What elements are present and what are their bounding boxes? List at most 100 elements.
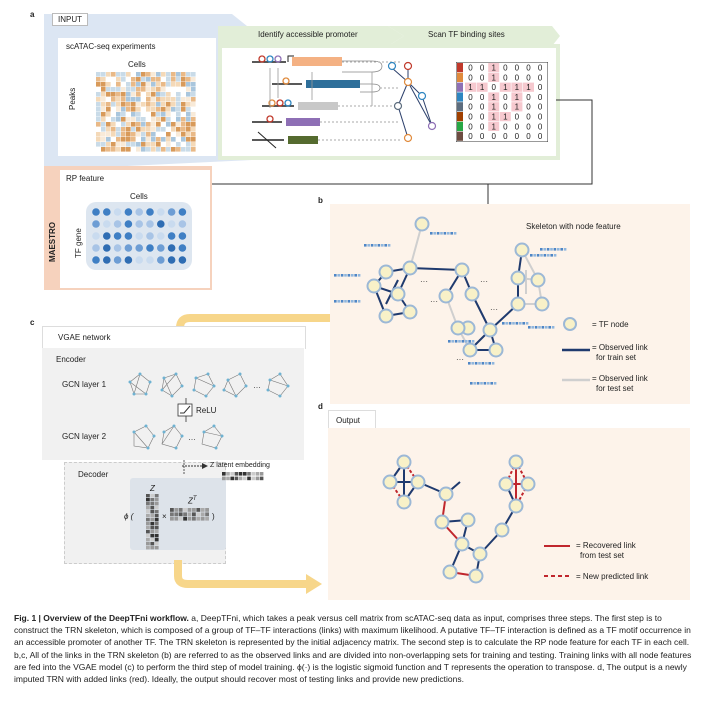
matrix-cell — [136, 117, 141, 122]
legend-test-1: = Observed link — [592, 374, 648, 383]
matrix-value: 0 — [503, 93, 508, 102]
matrix-cell — [161, 142, 166, 147]
rp-dot — [113, 232, 122, 240]
matrix-cell — [186, 77, 191, 82]
matrix-cell — [106, 112, 111, 117]
node-feature-strip — [528, 326, 555, 329]
matrix-cell — [151, 102, 156, 107]
matrix-cell — [141, 87, 146, 92]
matrix-value: 0 — [468, 132, 473, 141]
matrix-cell — [96, 117, 101, 122]
matrix-cell — [96, 82, 101, 87]
matrix-cell — [181, 77, 186, 82]
zt-sup: T — [192, 496, 197, 502]
matrix-value: 0 — [491, 83, 496, 92]
matrix-value: 0 — [515, 73, 520, 82]
matrix-cell — [116, 112, 121, 117]
matrix-value: 0 — [526, 103, 531, 112]
tf-node — [378, 264, 394, 280]
row-color-swatch — [457, 82, 463, 92]
matrix-cell — [121, 72, 126, 77]
rp-dot — [157, 208, 165, 216]
matrix-cell — [156, 102, 161, 107]
matrix-cell — [141, 97, 146, 102]
matrix-cell — [191, 87, 196, 92]
legend-new: = New predicted link — [576, 572, 649, 581]
matrix-cell — [156, 122, 161, 127]
matrix-cell — [96, 122, 101, 127]
rp-dot — [167, 232, 176, 240]
matrix-cell — [101, 97, 106, 102]
matrix-cell — [101, 147, 106, 152]
matrix-cell — [156, 107, 161, 112]
matrix-cell — [96, 127, 101, 132]
network-ellipsis: ··· — [430, 297, 438, 306]
matrix-value: 0 — [480, 113, 485, 122]
matrix-cell — [171, 137, 176, 142]
matrix-cell — [131, 77, 136, 82]
matrix-cell — [191, 137, 196, 142]
matrix-cell — [116, 92, 121, 97]
matrix-cell — [151, 107, 156, 112]
matrix-value: 1 — [526, 83, 531, 92]
matrix-cell — [131, 132, 136, 137]
matrix-cell — [111, 132, 116, 137]
rp-dot — [124, 232, 133, 240]
matrix-cell — [171, 87, 176, 92]
rp-dot — [124, 244, 133, 252]
tf-node — [396, 494, 412, 510]
matrix-cell — [191, 122, 196, 127]
matrix-cell — [146, 92, 151, 97]
matrix-cell — [96, 147, 101, 152]
matrix-cell — [111, 82, 116, 87]
matrix-cell — [101, 72, 106, 77]
matrix-cell — [111, 92, 116, 97]
tf-node — [382, 474, 398, 490]
matrix-cell — [166, 132, 171, 137]
matrix-cell — [181, 132, 186, 137]
matrix-cell — [111, 102, 116, 107]
matrix-cell — [191, 127, 196, 132]
rp-dot — [157, 220, 165, 228]
legend-train-2: for train set — [596, 353, 637, 362]
adjacency-matrix-frame — [456, 62, 548, 142]
matrix-cell — [156, 77, 161, 82]
matrix-value: 0 — [515, 132, 520, 141]
matrix-value: 0 — [491, 132, 496, 141]
matrix-cell — [111, 142, 116, 147]
trn-skeleton-network: ··············· — [334, 216, 567, 385]
rp-dot — [92, 220, 100, 228]
legend-tf-node: = TF node — [592, 320, 629, 329]
matrix-cell — [126, 127, 131, 132]
tf-node — [402, 260, 418, 276]
matrix-cell — [96, 107, 101, 112]
matrix-value: 1 — [515, 103, 520, 112]
rp-dot — [157, 244, 165, 252]
matrix-cell — [106, 82, 111, 87]
matrix-cell — [146, 82, 151, 87]
matrix-value: 0 — [526, 93, 531, 102]
matrix-cell — [186, 132, 191, 137]
gcn-layers-graphs: … … — [128, 372, 290, 450]
matrix-cell — [191, 92, 196, 97]
yellow-arrow-c-to-d — [174, 560, 322, 594]
rp-dot — [113, 256, 122, 264]
scan-title: Scan TF binding sites — [428, 30, 505, 39]
matrix-one-cell — [488, 72, 500, 82]
matrix-value: 1 — [503, 83, 508, 92]
network-ellipsis: ··· — [490, 305, 498, 314]
matrix-cell — [121, 77, 126, 82]
matrix-cell — [136, 107, 141, 112]
matrix-value: 0 — [526, 64, 531, 73]
matrix-cell — [151, 142, 156, 147]
matrix-cell — [191, 117, 196, 122]
rp-label: RP feature — [66, 174, 105, 183]
matrix-cell — [121, 102, 126, 107]
matrix-cell — [176, 112, 181, 117]
matrix-value: 0 — [503, 122, 508, 131]
node-feature-strip — [334, 300, 361, 303]
matrix-cell — [121, 132, 126, 137]
matrix-cell — [176, 137, 181, 142]
matrix-cell — [166, 97, 171, 102]
matrix-value: 1 — [491, 93, 496, 102]
